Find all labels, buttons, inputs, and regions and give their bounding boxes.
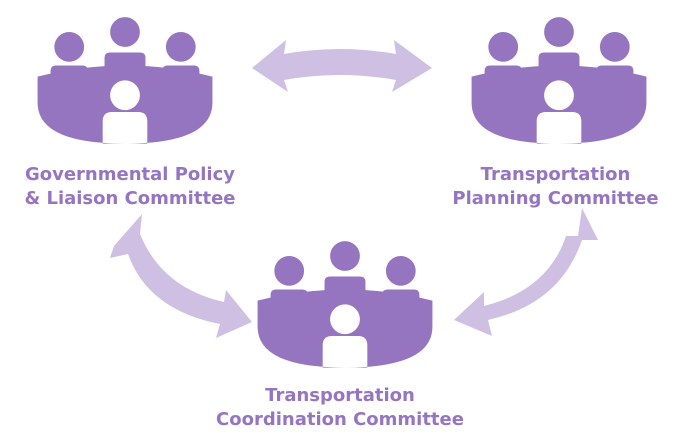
committee-label-line: Transportation xyxy=(265,385,415,406)
committee-label-line: & Liaison Committee xyxy=(24,188,236,209)
meeting-table-icon xyxy=(37,17,213,144)
meeting-table-icon xyxy=(471,17,647,144)
committee-label-transportation-planning: Transportation Planning Committee xyxy=(430,163,681,211)
double-arrow-icon xyxy=(252,40,432,92)
meeting-table-icon xyxy=(257,241,433,368)
committee-label-transportation-coordination: Transportation Coordination Committee xyxy=(200,384,480,432)
double-arrow-icon xyxy=(454,208,598,336)
committee-label-line: Coordination Committee xyxy=(216,409,464,430)
committee-label-line: Transportation xyxy=(480,164,631,185)
double-arrow-icon xyxy=(110,214,252,338)
committee-label-governmental-policy: Governmental Policy & Liaison Committee xyxy=(0,163,260,211)
committee-label-line: Governmental Policy xyxy=(24,164,236,185)
committee-label-line: Planning Committee xyxy=(452,188,659,209)
